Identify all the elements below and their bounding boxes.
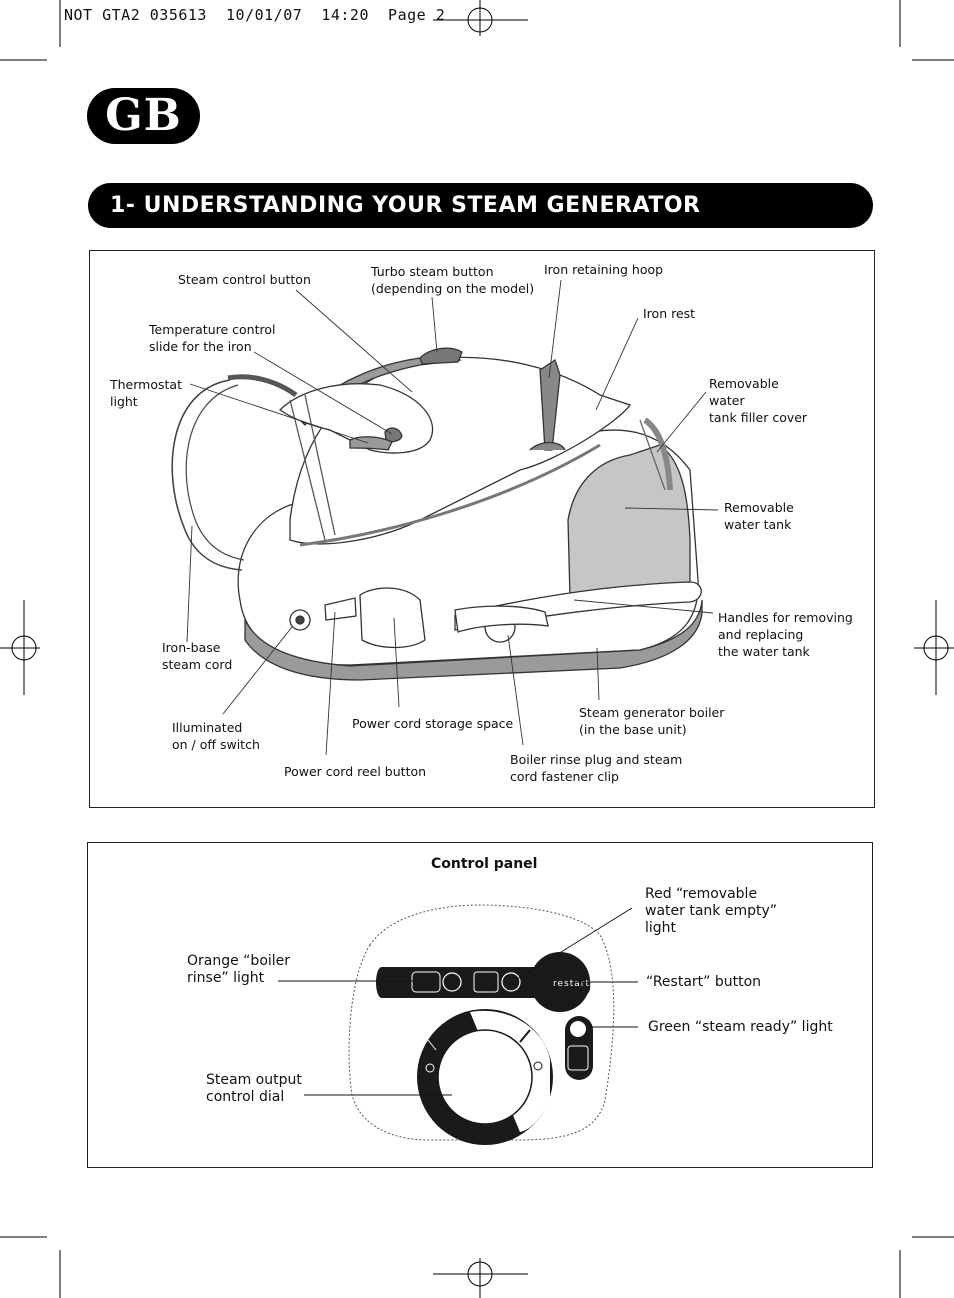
section-title: 1- UNDERSTANDING YOUR STEAM GENERATOR [88,183,873,228]
label-restart-button: “Restart” button [646,974,762,990]
label-thermostat-light: Thermostat light [110,377,182,409]
label-temperature-control: Temperature control slide for the iron [149,322,276,354]
label-red-tank-empty-light: Red “removable water tank empty” light [645,886,778,936]
label-orange-boiler-rinse-light: Orange “boiler rinse” light [187,953,291,986]
water-tank-icon [473,971,499,993]
orange-rinse-light [442,972,462,992]
control-panel-title: Control panel [431,856,538,872]
steam-output-dial [417,1009,553,1145]
label-steam-output-dial: Steam output control dial [206,1072,302,1105]
red-tank-empty-light [501,972,521,992]
steam-icon [567,1045,589,1071]
control-panel-frame [87,842,873,1168]
label-iron-retaining-hoop: Iron retaining hoop [544,262,664,277]
label-handles: Handles for removing and replacing the w… [718,610,853,659]
button-strip: restart [376,952,591,1012]
label-steam-control-button: Steam control button [178,272,311,287]
label-power-cord-reel-button: Power cord reel button [284,764,427,779]
print-slug: NOT GTA2 035613 10/01/07 14:20 Page 2 [64,6,446,24]
label-illuminated-switch: Illuminated on / off switch [172,720,260,752]
restart-button-text[interactable]: restart [553,979,590,989]
language-tab: GB [87,88,200,144]
label-removable-water-tank: Removable water tank [724,500,794,532]
steam-generator-diagram-frame [89,250,875,808]
label-boiler-rinse-plug: Boiler rinse plug and steam cord fastene… [510,752,683,784]
label-iron-base-steam-cord: Iron-base steam cord [162,640,233,672]
label-steam-generator-boiler: Steam generator boiler (in the base unit… [579,705,725,737]
label-turbo-steam-button: Turbo steam button (depending on the mod… [371,264,535,296]
label-green-steam-ready-light: Green “steam ready” light [648,1019,833,1035]
label-power-cord-storage: Power cord storage space [352,716,514,731]
green-steam-ready-light [570,1021,586,1037]
label-removable-water-tank-filler-cover: Removable water tank filler cover [709,376,808,425]
steam-ready-group [565,1016,593,1080]
boiler-rinse-icon [411,971,441,993]
label-iron-rest: Iron rest [643,306,696,321]
